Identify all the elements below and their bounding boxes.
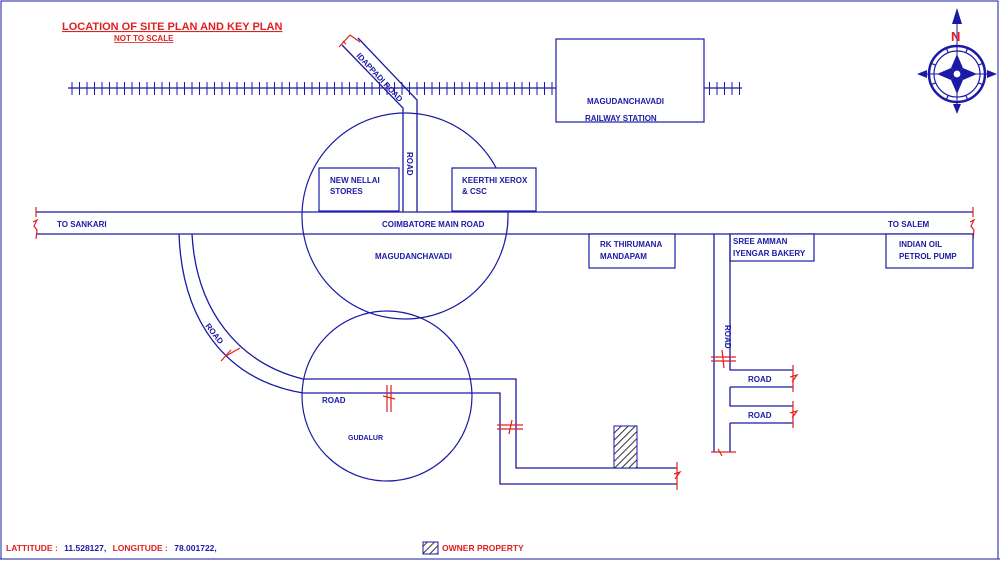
indian-oil-line2: PETROL PUMP <box>899 252 957 261</box>
rk-thirumana-line1: RK THIRUMANA <box>600 240 662 249</box>
compass-rose-icon <box>917 8 997 114</box>
vertical-road-label: ROAD <box>405 152 414 176</box>
new-nellai-stores-line1: NEW NELLAI <box>330 176 380 185</box>
owner-property-plot <box>613 425 638 469</box>
idappadi-road <box>338 34 418 212</box>
lower-road-label: ROAD <box>322 396 346 405</box>
latitude-label: LATTITUDE : <box>6 543 58 553</box>
sree-amman-line1: SREE AMMAN <box>733 237 788 246</box>
compass-north-label: N <box>951 29 960 44</box>
coimbatore-main-road <box>32 207 976 240</box>
railway-station-name: MAGUDANCHAVADI <box>587 97 664 106</box>
sree-amman-bakery-box <box>729 233 815 262</box>
right-road-label: ROAD <box>723 325 732 349</box>
keerthi-xerox-box <box>451 167 537 212</box>
rk-thirumana-mandapam-box <box>588 233 676 269</box>
rk-thirumana-line2: MANDAPAM <box>600 252 647 261</box>
curved-road <box>178 233 682 490</box>
branch-lower-road-label: ROAD <box>748 411 772 420</box>
legend-owner-property-label: OWNER PROPERTY <box>442 543 524 553</box>
latitude-value: 11.528127, <box>64 543 106 553</box>
sree-amman-line2: IYENGAR BAKERY <box>733 249 806 258</box>
magudanchavadi-area-label: MAGUDANCHAVADI <box>375 252 452 261</box>
to-sankari-label: TO SANKARI <box>57 220 107 229</box>
idappadi-road-label: IDAPPADI ROAD <box>355 51 405 104</box>
new-nellai-stores-box <box>318 167 400 212</box>
keerthi-xerox-line1: KEERTHI XEROX <box>462 176 528 185</box>
keerthi-xerox-line2: & CSC <box>462 187 487 196</box>
new-nellai-stores-line2: STORES <box>330 187 363 196</box>
coimbatore-main-road-label: COIMBATORE MAIN ROAD <box>382 220 485 229</box>
longitude-label: LONGITUDE : <box>113 543 168 553</box>
magudanchavadi-area-circle <box>301 112 509 320</box>
coordinates-text: LATTITUDE : 11.528127, LONGITUDE : 78.00… <box>6 543 217 553</box>
railway-station-box <box>555 38 705 123</box>
plan-title: LOCATION OF SITE PLAN AND KEY PLAN <box>62 21 282 33</box>
indian-oil-line1: INDIAN OIL <box>899 240 942 249</box>
longitude-value: 78.001722, <box>174 543 217 553</box>
to-salem-label: TO SALEM <box>888 220 930 229</box>
branch-upper-road-label: ROAD <box>748 375 772 384</box>
indian-oil-petrol-pump-box <box>885 233 974 269</box>
gudalur-area-circle <box>301 310 473 482</box>
legend-hatch-swatch <box>422 541 439 555</box>
right-branch-road <box>711 234 799 457</box>
scale-note: NOT TO SCALE <box>114 34 174 43</box>
railway-station-label: RAILWAY STATION <box>585 114 657 123</box>
gudalur-area-label: GUDALUR <box>348 435 383 442</box>
